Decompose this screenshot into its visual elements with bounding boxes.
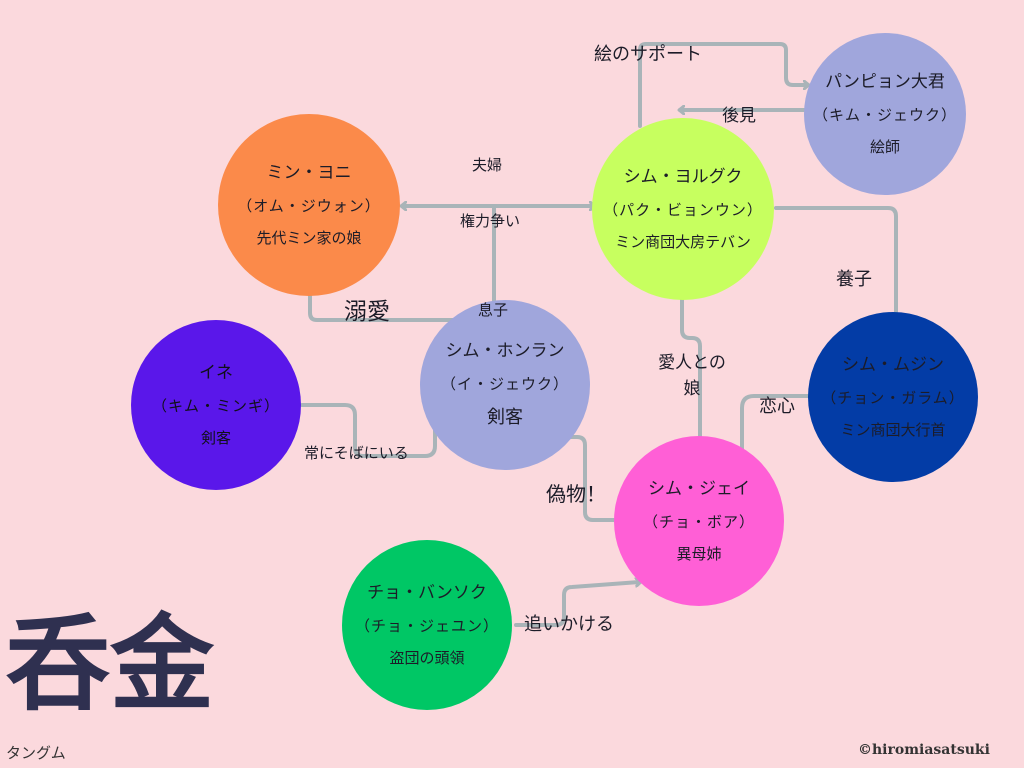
node-name: イネ <box>199 362 233 383</box>
node-actor: （チョン・ガラム） <box>821 389 965 408</box>
edge-chasing <box>514 582 640 627</box>
edge-love <box>742 394 812 480</box>
label-son: 息子 <box>478 301 509 319</box>
edge-fake <box>550 437 616 522</box>
label-always-beside: 常にそばにいる <box>304 444 409 462</box>
label-adopted: 養子 <box>836 269 872 290</box>
node-name: チョ・バンソク <box>367 582 487 603</box>
node-actor: （チョ・ボア） <box>642 513 755 532</box>
node-name: シム・ジェイ <box>648 478 750 499</box>
node-role: 盗団の頭領 <box>389 649 465 668</box>
node-ine: イネ （キム・ミンギ） 剣客 <box>131 320 301 490</box>
node-role: 絵師 <box>869 138 900 157</box>
node-actor: （イ・ジェウク） <box>440 375 569 394</box>
label-mistress-daughter: 愛人との娘 <box>658 353 726 399</box>
label-fake: 偽物！ <box>546 482 606 506</box>
node-name: ミン・ヨニ <box>266 162 352 183</box>
node-actor: （パク・ビョンウン） <box>603 201 763 220</box>
title-reading: タングム <box>6 744 66 762</box>
edge-always-beside <box>300 403 435 458</box>
node-name: シム・ヨルグク <box>623 166 743 187</box>
node-actor: （オム・ジウォン） <box>237 197 381 216</box>
label-power-struggle: 権力争い <box>460 212 521 230</box>
edge-adopted <box>774 206 898 320</box>
node-shim-yorugku: シム・ヨルグク （パク・ビョンウン） ミン商団大房テバン <box>592 118 774 300</box>
node-role: ミン商団大房テバン <box>615 233 751 252</box>
node-shim-honran: シム・ホンラン （イ・ジェウク） 剣客 <box>420 300 590 470</box>
node-role: 剣客 <box>200 429 231 448</box>
node-name: シム・ムジン <box>842 354 944 375</box>
node-role: ミン商団大行首 <box>840 421 946 440</box>
node-actor: （キム・ミンギ） <box>151 397 280 416</box>
node-cho-bansoku: チョ・バンソク （チョ・ジェユン） 盗団の頭領 <box>342 540 512 710</box>
node-panpyon: パンピョン大君 （キム・ジェウク） 絵師 <box>804 33 966 195</box>
node-role: 異母姉 <box>676 545 722 564</box>
label-chasing: 追いかける <box>524 614 614 635</box>
node-shim-jei: シム・ジェイ （チョ・ボア） 異母姉 <box>614 436 784 606</box>
node-min-yoni: ミン・ヨニ （オム・ジウォン） 先代ミン家の娘 <box>218 114 400 296</box>
edge-art-support <box>638 42 808 128</box>
node-actor: （チョ・ジェユン） <box>354 617 499 636</box>
node-shim-mujin: シム・ムジン （チョン・ガラム） ミン商団大行首 <box>808 312 978 482</box>
node-role: 先代ミン家の娘 <box>256 229 362 248</box>
label-art-support: 絵のサポート <box>594 44 702 65</box>
label-guardian: 後見 <box>722 106 756 126</box>
node-actor: （キム・ジェウク） <box>812 106 957 125</box>
label-couple: 夫婦 <box>472 156 503 174</box>
label-doting: 溺愛 <box>344 299 390 325</box>
node-name: パンピョン大君 <box>825 71 945 92</box>
edge-mistress-daughter <box>680 296 702 440</box>
credit-text: ©hiromiasatsuki <box>858 742 990 758</box>
node-name: シム・ホンラン <box>445 341 565 361</box>
label-love: 恋心 <box>759 396 795 417</box>
page-title: 呑金 <box>6 603 215 725</box>
node-role: 剣客 <box>487 407 523 429</box>
